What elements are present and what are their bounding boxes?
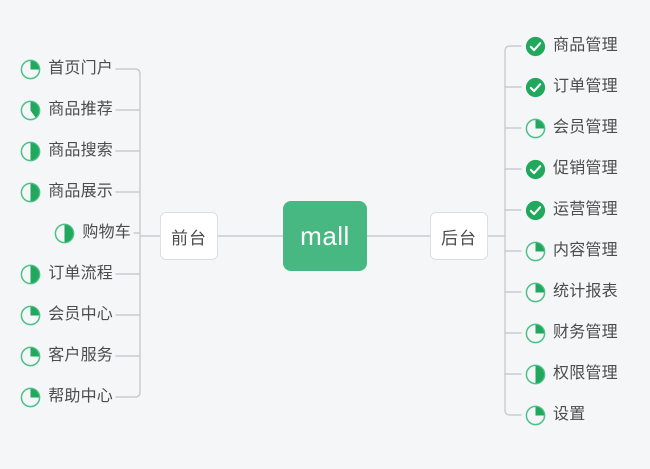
leaf-item-label: 权限管理 xyxy=(553,365,618,382)
leaf-item-label: 帮助中心 xyxy=(48,388,113,405)
root-node-label: mall xyxy=(300,220,350,251)
leaf-item[interactable]: 会员中心 xyxy=(0,302,113,328)
leaf-item[interactable]: 统计报表 xyxy=(525,279,618,305)
status-check-icon xyxy=(525,36,546,57)
leaf-item-label: 会员中心 xyxy=(48,306,113,323)
leaf-item-label: 商品推荐 xyxy=(48,101,113,118)
leaf-item-label: 订单管理 xyxy=(553,78,618,95)
leaf-item-label: 首页门户 xyxy=(48,60,113,77)
leaf-item[interactable]: 首页门户 xyxy=(0,56,113,82)
leaf-item-label: 商品展示 xyxy=(48,183,113,200)
branch-node-frontend-label: 前台 xyxy=(171,228,207,248)
status-progress-pie-icon xyxy=(54,223,75,244)
leaf-item[interactable]: 购物车 xyxy=(0,220,131,246)
status-progress-pie-icon xyxy=(20,100,41,121)
root-node-mall[interactable]: mall xyxy=(283,201,367,271)
leaf-item[interactable]: 财务管理 xyxy=(525,320,618,346)
branch-node-backend-label: 后台 xyxy=(441,228,477,248)
leaf-item[interactable]: 商品搜索 xyxy=(0,138,113,164)
leaf-item[interactable]: 商品管理 xyxy=(525,33,618,59)
leaf-item-label: 客户服务 xyxy=(48,347,113,364)
leaf-item-label: 商品搜索 xyxy=(48,142,113,159)
leaf-item-label: 商品管理 xyxy=(553,37,618,54)
leaf-item[interactable]: 内容管理 xyxy=(525,238,618,264)
status-check-icon xyxy=(525,159,546,180)
leaf-item-label: 会员管理 xyxy=(553,119,618,136)
status-progress-pie-icon xyxy=(525,405,546,426)
leaf-item[interactable]: 设置 xyxy=(525,402,585,428)
branch-node-frontend[interactable]: 前台 xyxy=(160,212,218,260)
branch-node-backend[interactable]: 后台 xyxy=(430,212,488,260)
status-progress-pie-icon xyxy=(20,182,41,203)
status-progress-pie-icon xyxy=(525,364,546,385)
status-progress-pie-icon xyxy=(20,59,41,80)
leaf-item-label: 统计报表 xyxy=(553,283,618,300)
status-progress-pie-icon xyxy=(20,387,41,408)
status-progress-pie-icon xyxy=(525,323,546,344)
leaf-item[interactable]: 订单流程 xyxy=(0,261,113,287)
status-progress-pie-icon xyxy=(525,282,546,303)
leaf-item-label: 订单流程 xyxy=(48,265,113,282)
leaf-item[interactable]: 权限管理 xyxy=(525,361,618,387)
status-progress-pie-icon xyxy=(20,264,41,285)
status-progress-pie-icon xyxy=(20,305,41,326)
leaf-item[interactable]: 商品推荐 xyxy=(0,97,113,123)
leaf-item[interactable]: 订单管理 xyxy=(525,74,618,100)
status-progress-pie-icon xyxy=(20,141,41,162)
leaf-item-label: 购物车 xyxy=(82,224,131,241)
leaf-item[interactable]: 帮助中心 xyxy=(0,384,113,410)
leaf-item[interactable]: 商品展示 xyxy=(0,179,113,205)
status-check-icon xyxy=(525,77,546,98)
leaf-item-label: 设置 xyxy=(553,406,586,423)
leaf-item[interactable]: 客户服务 xyxy=(0,343,113,369)
leaf-item[interactable]: 促销管理 xyxy=(525,156,618,182)
status-progress-pie-icon xyxy=(20,346,41,367)
leaf-item-label: 财务管理 xyxy=(553,324,618,341)
status-check-icon xyxy=(525,200,546,221)
leaf-item[interactable]: 运营管理 xyxy=(525,197,618,223)
leaf-item-label: 内容管理 xyxy=(553,242,618,259)
leaf-item-label: 运营管理 xyxy=(553,201,618,218)
leaf-item-label: 促销管理 xyxy=(553,160,618,177)
status-progress-pie-icon xyxy=(525,118,546,139)
status-progress-pie-icon xyxy=(525,241,546,262)
leaf-item[interactable]: 会员管理 xyxy=(525,115,618,141)
